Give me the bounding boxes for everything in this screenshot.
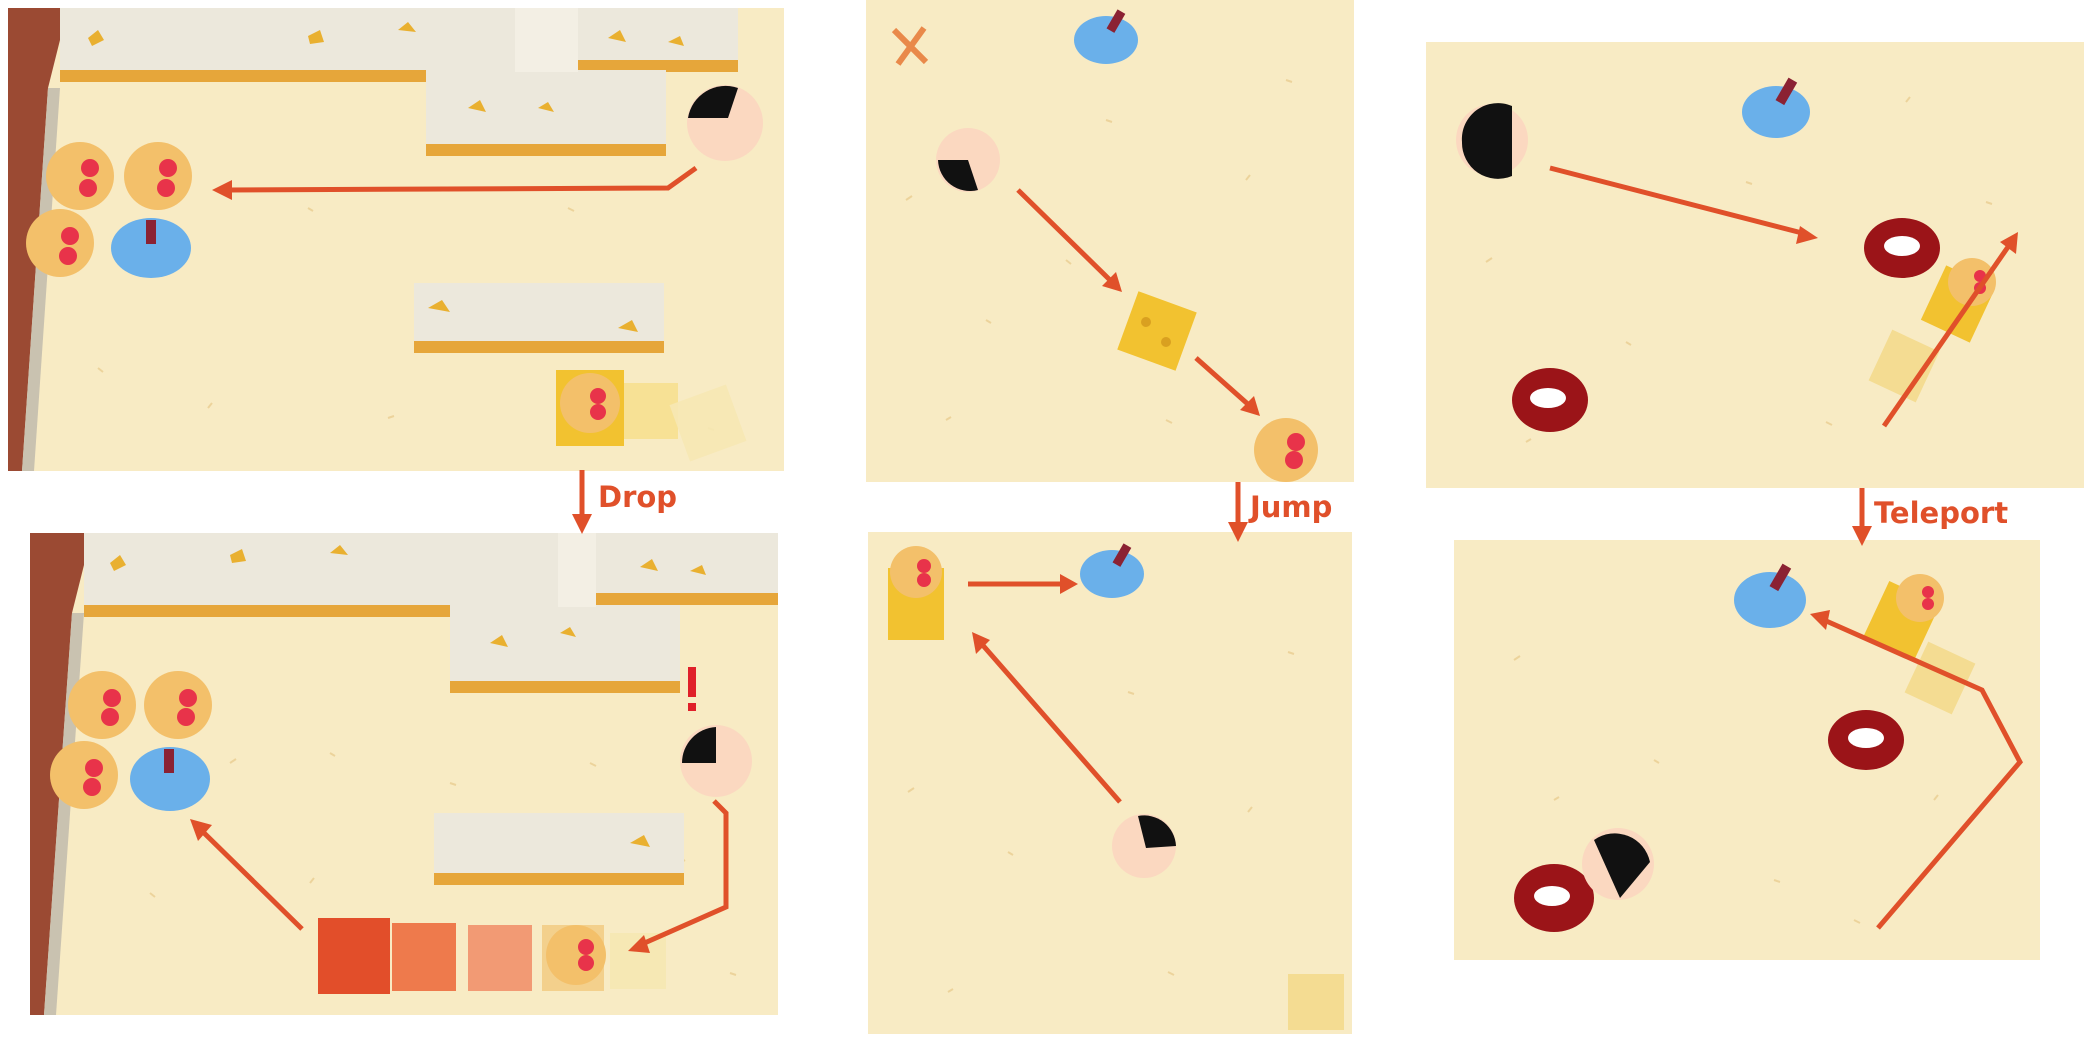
water-puddle — [1734, 563, 1806, 628]
counter-middle — [434, 813, 684, 885]
cheese-with-pancake — [888, 546, 944, 640]
move-arrows — [1549, 165, 2018, 428]
teleport-after-scene — [1513, 563, 2024, 932]
portal-lower — [1514, 864, 1594, 932]
water-puddle — [130, 747, 210, 811]
player-character — [680, 725, 752, 797]
cheese-tile — [556, 370, 747, 462]
drop-arrowhead — [572, 514, 592, 534]
portal-upper — [1828, 710, 1904, 770]
cheese-with-pancake — [1868, 258, 1996, 403]
move-arrows — [968, 574, 1122, 804]
cheese-with-pancake — [1863, 574, 1976, 715]
jump-before-scene — [891, 9, 1318, 482]
teleport-before-scene — [1456, 77, 2018, 443]
x-marker — [891, 26, 929, 66]
teleport-after-panel — [1454, 540, 2040, 960]
floor-texture — [1513, 655, 1939, 924]
jump-before-panel — [866, 0, 1354, 482]
counter-middle — [414, 283, 664, 353]
jump-after-panel — [868, 532, 1352, 1034]
cheese-tile-faint — [1288, 974, 1344, 1030]
player-character — [936, 128, 1000, 192]
counter-top-row — [84, 533, 778, 693]
jump-after-scene — [888, 543, 1344, 1030]
player-character — [687, 85, 763, 161]
pancake-stack — [26, 142, 192, 277]
drop-after-scene — [30, 533, 778, 1015]
brick-wall — [8, 8, 68, 471]
portal-lower — [1512, 368, 1588, 432]
brick-wall — [30, 533, 92, 1015]
water-puddle — [1742, 77, 1810, 138]
water-puddle — [1074, 9, 1138, 64]
drop-before-panel — [8, 8, 784, 471]
pancake-stack — [50, 671, 212, 809]
drop-after-panel — [30, 533, 778, 1015]
drop-before-scene — [8, 8, 763, 471]
counter-top-row — [60, 8, 738, 156]
floor-texture — [905, 79, 1293, 424]
teleport-label: Teleport — [1874, 496, 2009, 530]
alert-mark — [688, 667, 696, 711]
move-arrows — [190, 799, 729, 953]
water-puddle — [1080, 543, 1144, 598]
player-character — [1582, 828, 1654, 900]
floor-texture — [907, 651, 1295, 993]
dropped-tiles — [318, 918, 666, 994]
drop-label: Drop — [598, 480, 678, 514]
move-arrows — [1016, 188, 1260, 416]
floor-texture — [1485, 96, 1993, 443]
teleport-before-panel — [1426, 42, 2084, 488]
move-arrow — [212, 165, 698, 200]
teleport-arrow — [1810, 610, 2024, 930]
pancake — [1254, 418, 1318, 482]
water-puddle — [111, 218, 191, 278]
player-character — [1456, 103, 1528, 179]
jump-label: Jump — [1250, 490, 1333, 524]
player-character — [1112, 814, 1176, 878]
cheese-block — [1117, 291, 1197, 371]
portal-upper — [1864, 218, 1940, 278]
